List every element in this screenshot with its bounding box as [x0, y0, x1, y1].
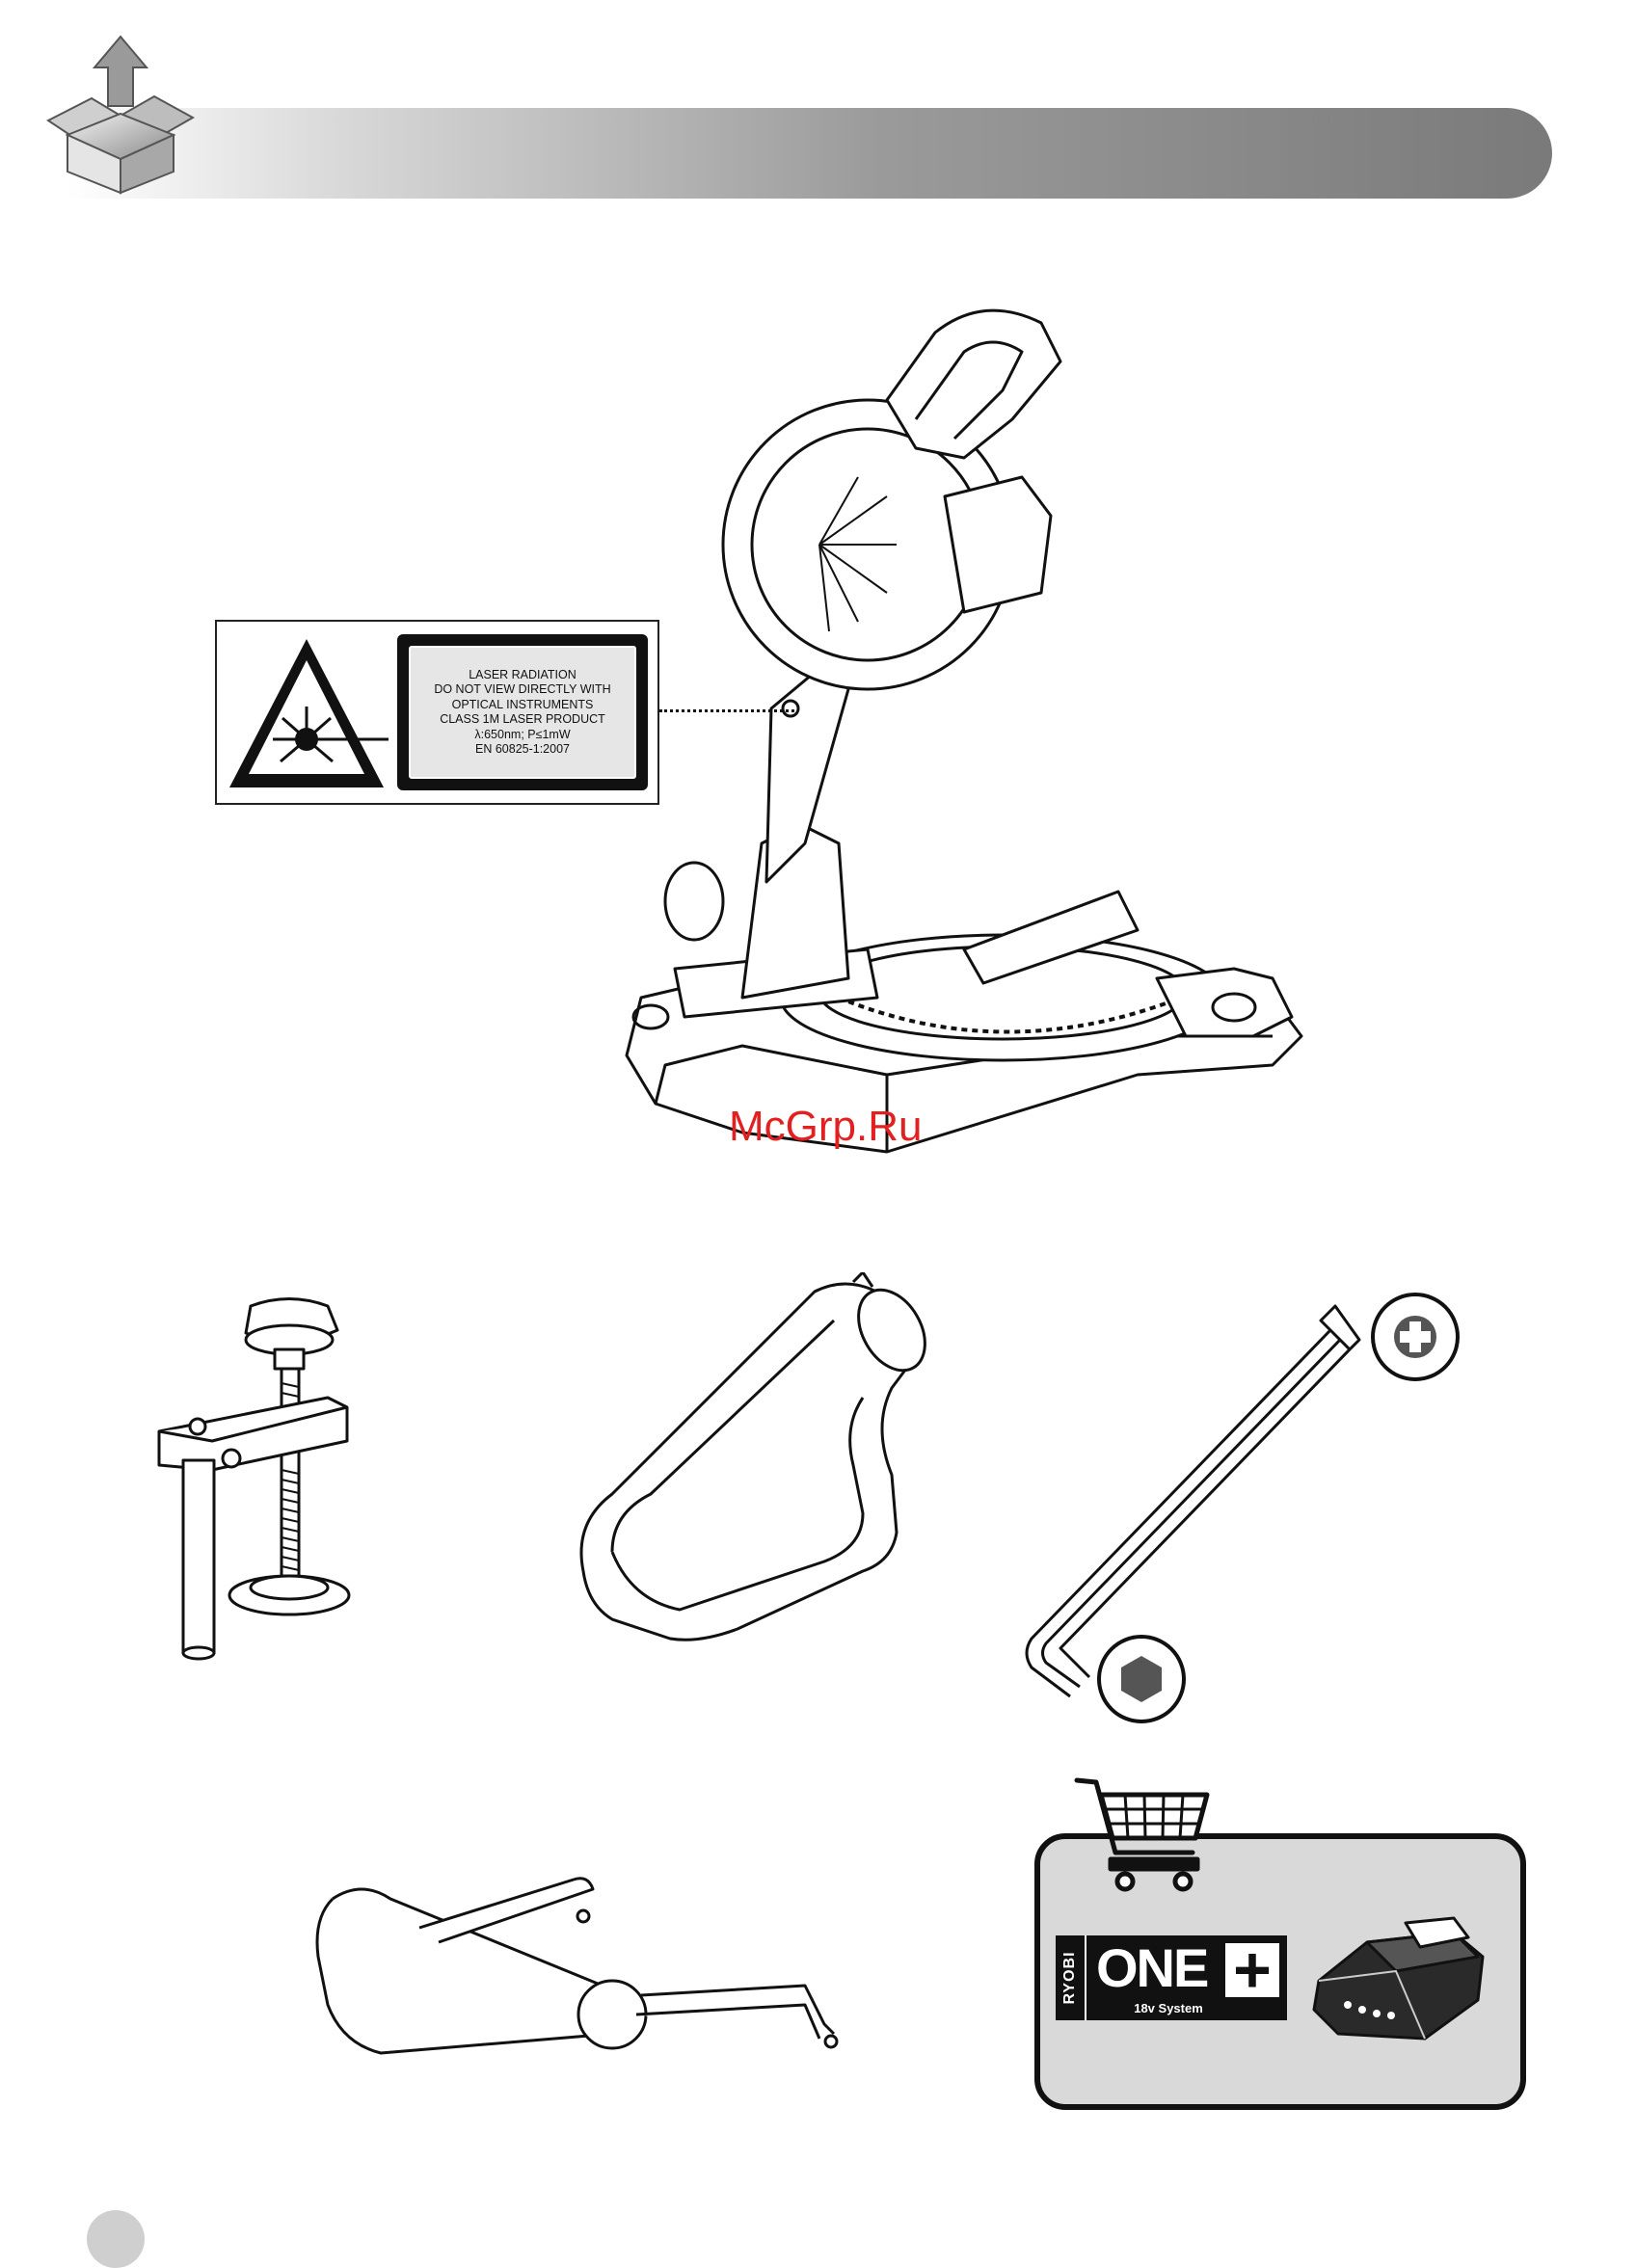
section-header-bar [67, 108, 1552, 199]
page-number-tab [87, 2210, 145, 2268]
unpacking-box-icon [39, 29, 202, 198]
laser-warning-line: λ:650nm; P≤1mW [474, 728, 570, 743]
laser-leader-line [659, 709, 794, 712]
ryobi-brand-text: RYOBI [1061, 1951, 1079, 2004]
laser-warning-line: CLASS 1M LASER PRODUCT [440, 712, 605, 728]
miter-saw-illustration [598, 304, 1321, 1181]
laser-warning-line: EN 60825-1:2007 [475, 742, 570, 758]
plus-sign: + [1225, 1937, 1279, 2003]
dust-chute-illustration [574, 1272, 959, 1658]
one-word: ONE [1096, 1939, 1207, 1997]
hex-head-icon [1091, 1629, 1197, 1735]
plus-box: + [1225, 1943, 1279, 1997]
laser-warning-label: LASER RADIATION DO NOT VIEW DIRECTLY WIT… [215, 620, 659, 805]
ryobi-brand: RYOBI [1056, 1935, 1086, 2020]
hold-down-clamp-illustration [154, 1287, 395, 1672]
laser-warning-text-box: LASER RADIATION DO NOT VIEW DIRECTLY WIT… [397, 634, 648, 790]
laser-warning-line: OPTICAL INSTRUMENTS [452, 698, 594, 713]
shopping-cart-icon [1072, 1771, 1212, 1896]
laser-warning-line: DO NOT VIEW DIRECTLY WITH [434, 682, 610, 698]
watermark-text: McGrp.Ru [729, 1103, 922, 1151]
ryobi-one-plus-logo: RYOBI ONE + 18v System [1056, 1935, 1287, 2020]
work-support-illustration [304, 1860, 863, 2082]
phillips-head-icon [1365, 1287, 1471, 1393]
battery-pack-illustration [1309, 1913, 1492, 2048]
laser-hazard-icon [225, 631, 389, 795]
system-text: 18v System [1096, 2001, 1241, 2015]
laser-warning-line: LASER RADIATION [469, 668, 577, 683]
